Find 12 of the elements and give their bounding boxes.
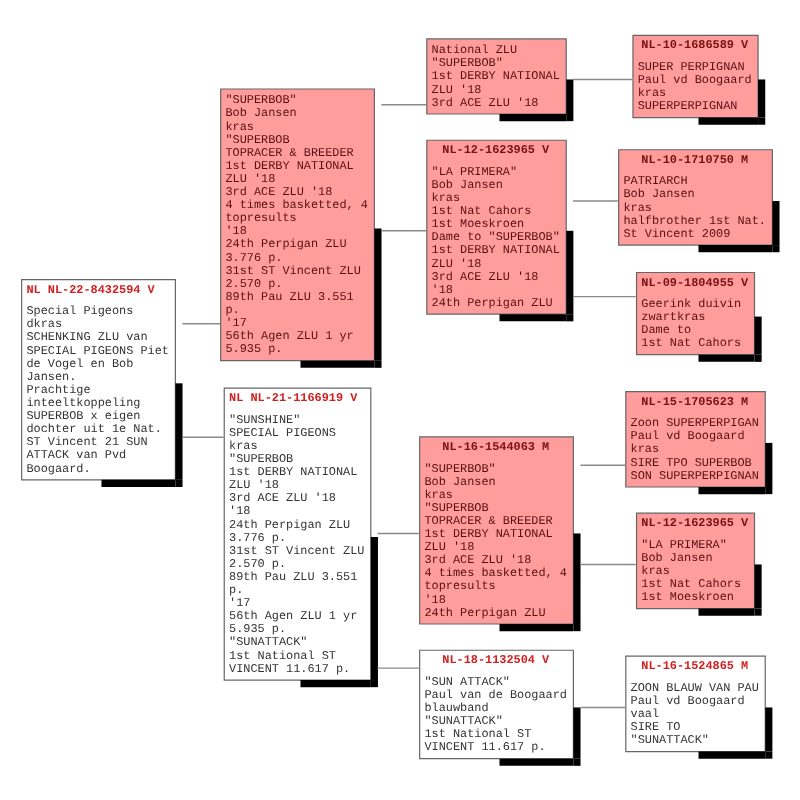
connector xyxy=(579,464,626,466)
connector xyxy=(579,563,637,566)
connector xyxy=(380,230,427,232)
connector xyxy=(579,706,626,709)
connector xyxy=(572,78,633,81)
connector xyxy=(181,436,225,438)
connector xyxy=(572,200,619,202)
connector xyxy=(181,323,221,325)
connector xyxy=(572,295,637,298)
connector xyxy=(376,667,420,669)
connector xyxy=(380,104,427,106)
connector xyxy=(376,532,420,535)
